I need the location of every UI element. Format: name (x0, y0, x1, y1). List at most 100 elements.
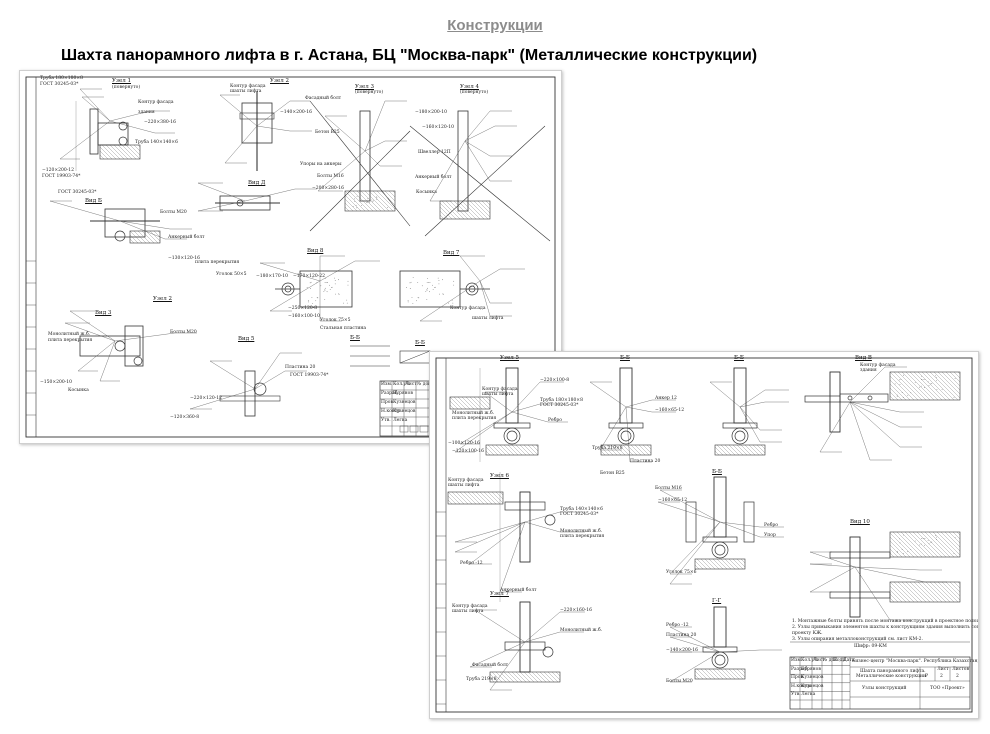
concrete-dot (324, 299, 326, 300)
concrete-dot (347, 280, 349, 282)
concrete-dot (426, 282, 428, 283)
concrete-dot (426, 299, 428, 300)
concrete-dot (367, 201, 369, 203)
title-block-cell: Кузнецов (393, 400, 416, 405)
concrete-dot (356, 207, 358, 209)
node-title: Б-Б (712, 469, 722, 475)
hatch-line (732, 444, 744, 456)
concrete-slab (694, 668, 746, 680)
hatch-line (499, 444, 511, 456)
annotation-label: Контур фасада (138, 100, 174, 105)
annotation-label: Контур фасада (450, 306, 486, 311)
leader-line (739, 406, 761, 443)
leader-line (854, 566, 926, 583)
hatch-line (356, 190, 378, 212)
structural-plate (244, 370, 256, 417)
hatch-line (441, 200, 461, 220)
hatch-line (479, 491, 493, 505)
annotation-label: Косынка (68, 388, 89, 393)
hatch-line (925, 581, 947, 603)
hatch-line (696, 558, 708, 570)
concrete-dot (310, 288, 311, 289)
hatch-line (471, 491, 485, 505)
annotation-label: −120×360-8 (170, 415, 200, 420)
annotation-label: Монолитный ж.б. (560, 628, 603, 633)
drawing-frame (435, 357, 973, 713)
hatch-line (465, 200, 485, 220)
concrete-dot (923, 387, 925, 388)
concrete-dot (903, 534, 905, 536)
hatch-line (527, 444, 539, 456)
annotation-label: Анкерный болт (168, 235, 205, 240)
hatch-line (720, 444, 732, 456)
steel-column (733, 367, 747, 424)
leader-line (484, 391, 513, 413)
concrete-dot (924, 538, 926, 540)
hatch-line (756, 444, 766, 454)
hatch-line (519, 671, 531, 683)
concrete-dot (934, 375, 936, 377)
concrete-dot (429, 291, 430, 293)
concrete-hatch (129, 230, 161, 244)
pipe-section (867, 395, 873, 401)
leader-line (197, 200, 246, 212)
concrete-slab (714, 444, 766, 456)
hatch-line (543, 671, 555, 683)
hatch-line (728, 444, 740, 456)
hatch-line (447, 495, 457, 505)
hatch-line (913, 581, 935, 603)
leader-line (524, 631, 561, 643)
leader-line (739, 401, 766, 408)
structural-plate (79, 335, 141, 357)
concrete-dot (416, 300, 417, 302)
section-link[interactable]: Конструкции (447, 17, 543, 34)
annotation-label: −120×200-12 (42, 168, 74, 173)
annotation-label: −130×120-16 (168, 256, 200, 261)
node-title: Узел 6 (490, 473, 509, 479)
hatch-line (461, 200, 481, 220)
hatch-line (600, 450, 606, 456)
page-title: Шахта панорамного лифта в г. Астана, БЦ … (61, 47, 758, 64)
hatch-line (646, 444, 652, 450)
leader-line (459, 255, 481, 282)
structural-plate (504, 641, 546, 651)
title-block-cell: Бурянов (393, 391, 413, 396)
annotation-label: Контур фасада (448, 478, 484, 483)
annotation-label: Труба 219×8 (592, 446, 623, 451)
concrete-hatch (449, 396, 491, 410)
drawing-line (399, 350, 431, 364)
annotation-label: −250×120-8 (288, 306, 318, 311)
concrete-dot (371, 199, 373, 201)
hatch-line (638, 444, 650, 456)
hatch-line (941, 371, 961, 391)
hatch-line (889, 387, 903, 401)
hatch-line (344, 202, 354, 212)
annotation-label: −220×120-12 (190, 396, 222, 401)
node-title: Узел 3 (355, 84, 374, 90)
leader-line (524, 611, 561, 643)
drawing-note: 2. Узлы примыкания элементов шахты к кон… (792, 625, 979, 630)
hatch-line (117, 144, 133, 160)
concrete-dot (421, 285, 423, 287)
concrete-hatch (489, 671, 561, 683)
hatch-line (503, 671, 515, 683)
leader-line (454, 411, 513, 453)
annotation-label: −150×200-10 (40, 380, 72, 385)
annotation-label: ГОСТ 30245-03* (40, 82, 79, 87)
hatch-line (485, 450, 491, 456)
concrete-dot (360, 204, 362, 206)
hatch-line (925, 371, 955, 401)
hatch-line (352, 190, 374, 212)
hatch-line (893, 581, 915, 603)
leader-line (454, 521, 526, 553)
hatch-line (344, 206, 350, 212)
hatch-line (716, 558, 728, 570)
node-title: Узел 1 (112, 78, 131, 84)
annotation-label: −160×100-10 (288, 314, 320, 319)
hatch-line (704, 558, 716, 570)
annotation-label: −160×65-12 (655, 408, 685, 413)
hatch-line (491, 671, 503, 683)
leader-line (64, 322, 116, 342)
